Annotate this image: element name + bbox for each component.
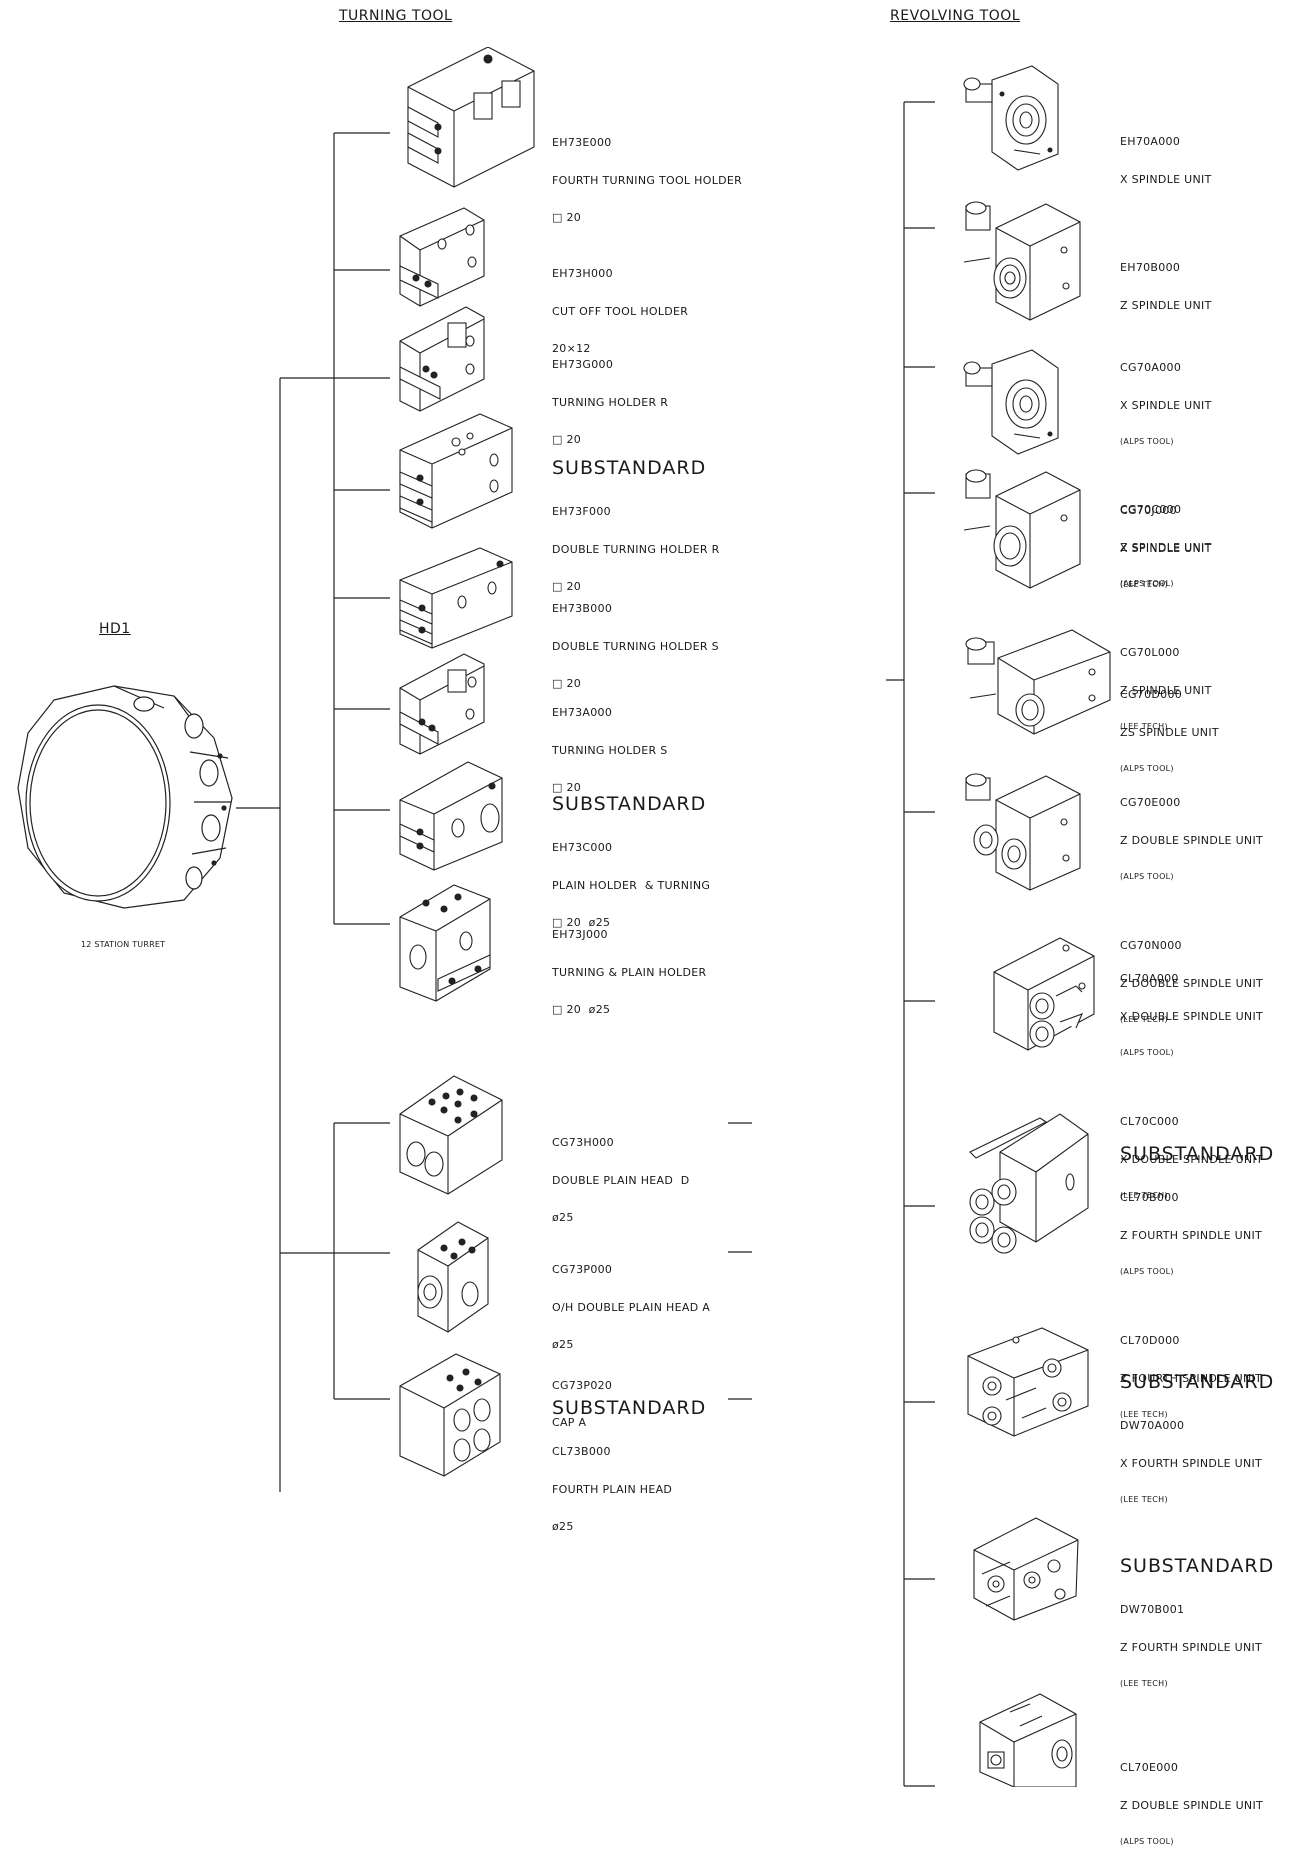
part-name: X SPINDLE UNIT bbox=[1120, 174, 1212, 187]
zs-spindle-unit-drawing bbox=[962, 628, 1112, 738]
maker-label: (ALPS TOOL) bbox=[1120, 1048, 1263, 1058]
cut-off-tool-holder-drawing bbox=[398, 206, 488, 310]
maker-label: (ALPS TOOL) bbox=[1120, 437, 1212, 447]
substandard-label: SUBSTANDARD bbox=[1120, 1555, 1274, 1577]
part-name: ZS SPINDLE UNIT bbox=[1120, 727, 1219, 740]
part-spec: ø25 bbox=[552, 1521, 706, 1534]
part-name: TURNING & PLAIN HOLDER bbox=[552, 967, 706, 980]
x-spindle-unit-alps-drawing bbox=[962, 338, 1062, 458]
part-name: FOURTH PLAIN HEAD bbox=[552, 1484, 706, 1497]
maker-label: (LEE TECH) bbox=[1120, 1495, 1274, 1505]
substandard-label: SUBSTANDARD bbox=[552, 1397, 706, 1419]
z-spindle-unit-drawing bbox=[962, 200, 1082, 324]
part-name: Z FOURTH SPINDLE UNIT bbox=[1120, 1230, 1274, 1243]
part-code: CG70A000 bbox=[1120, 362, 1212, 375]
x-fourth-spindle-unit-drawing bbox=[962, 1326, 1090, 1438]
part-name: CUT OFF TOOL HOLDER bbox=[552, 306, 688, 319]
maker-label: (ALPS TOOL) bbox=[1120, 1837, 1263, 1847]
part-name: TURNING HOLDER R bbox=[552, 397, 668, 410]
item-cl70e000-label: CL70E000 Z DOUBLE SPINDLE UNIT (ALPS TOO… bbox=[1120, 1737, 1263, 1860]
part-code: CL70A000 bbox=[1120, 973, 1263, 986]
item-eh70b000-label: EH70B000 Z SPINDLE UNIT bbox=[1120, 237, 1212, 325]
turning-holder-s-drawing bbox=[398, 652, 488, 758]
part-code: EH73A000 bbox=[552, 707, 668, 720]
item-cg70d000-label: CG70D000 ZS SPINDLE UNIT (ALPS TOOL) bbox=[1120, 664, 1219, 787]
part-code: EH73C000 bbox=[552, 842, 710, 855]
part-name: Z FOURTH SPINDLE UNIT bbox=[1120, 1642, 1274, 1655]
maker-label: (ALPS TOOL) bbox=[1120, 579, 1212, 589]
fourth-turning-tool-holder-drawing bbox=[398, 47, 536, 197]
part-code: CG73H000 bbox=[552, 1137, 690, 1150]
x-spindle-unit-drawing bbox=[962, 54, 1062, 174]
part-name: DOUBLE PLAIN HEAD D bbox=[552, 1175, 690, 1188]
part-name: PLAIN HOLDER & TURNING bbox=[552, 880, 710, 893]
item-eh73j000-label: EH73J000 TURNING & PLAIN HOLDER □ 20 ø25 bbox=[552, 904, 706, 1029]
part-code: CG70E000 bbox=[1120, 797, 1263, 810]
z-spindle-unit-alps-drawing bbox=[962, 468, 1082, 592]
part-name: O/H DOUBLE PLAIN HEAD A bbox=[552, 1302, 710, 1315]
part-spec: □ 20 bbox=[552, 212, 742, 225]
oh-double-plain-head-a-drawing bbox=[408, 1220, 492, 1336]
part-code-2: CG70L000 bbox=[1120, 647, 1212, 660]
part-name: DOUBLE TURNING HOLDER R bbox=[552, 544, 720, 557]
part-code: DW70A000 bbox=[1120, 1420, 1274, 1433]
plain-holder-and-turning-drawing bbox=[398, 760, 506, 872]
part-code: CG70C000 bbox=[1120, 504, 1212, 517]
part-code: CL70B000 bbox=[1120, 1192, 1274, 1205]
part-name: Z SPINDLE UNIT bbox=[1120, 300, 1212, 313]
part-code: EH70B000 bbox=[1120, 262, 1212, 275]
item-eh73e000-label: EH73E000 FOURTH TURNING TOOL HOLDER □ 20 bbox=[552, 112, 742, 237]
part-name: FOURTH TURNING TOOL HOLDER bbox=[552, 175, 742, 188]
part-code: CL73B000 bbox=[552, 1446, 706, 1459]
turret-drawing bbox=[14, 678, 236, 910]
item-cl73b000-label: SUBSTANDARD CL73B000 FOURTH PLAIN HEAD ø… bbox=[552, 1372, 706, 1546]
maker-label: (ALPS TOOL) bbox=[1120, 872, 1263, 882]
part-code: EH70A000 bbox=[1120, 136, 1212, 149]
substandard-label: SUBSTANDARD bbox=[552, 457, 720, 479]
turret-caption: 12 STATION TURRET bbox=[81, 940, 165, 949]
part-spec: ø25 bbox=[552, 1212, 690, 1225]
part-name: Z DOUBLE SPINDLE UNIT bbox=[1120, 1800, 1263, 1813]
part-code: EH73H000 bbox=[552, 268, 688, 281]
substandard-label: SUBSTANDARD bbox=[552, 793, 710, 815]
double-plain-head-d-drawing bbox=[398, 1074, 504, 1196]
part-code: EH73B000 bbox=[552, 603, 719, 616]
substandard-label: SUBSTANDARD bbox=[1120, 1143, 1274, 1165]
item-dw70b001-label: SUBSTANDARD DW70B001 Z FOURTH SPINDLE UN… bbox=[1120, 1530, 1274, 1702]
x-double-spindle-unit-drawing bbox=[990, 936, 1096, 1052]
part-name: X DOUBLE SPINDLE UNIT bbox=[1120, 1011, 1263, 1024]
part-spec: ø25 bbox=[552, 1339, 710, 1352]
double-turning-holder-s-drawing bbox=[398, 546, 514, 650]
maker-label: (LEE TECH) bbox=[1120, 1679, 1274, 1689]
item-cg73h000-label: CG73H000 DOUBLE PLAIN HEAD D ø25 bbox=[552, 1112, 690, 1237]
part-code: CG73P000 bbox=[552, 1264, 710, 1277]
part-name: X SPINDLE UNIT bbox=[1120, 400, 1212, 413]
maker-label: (ALPS TOOL) bbox=[1120, 1267, 1274, 1277]
part-code: EH73G000 bbox=[552, 359, 668, 372]
part-code: CL70E000 bbox=[1120, 1762, 1263, 1775]
z-double-spindle-unit-drawing bbox=[962, 772, 1082, 892]
part-name: Z SPINDLE UNIT bbox=[1120, 542, 1212, 555]
part-name: DOUBLE TURNING HOLDER S bbox=[552, 641, 719, 654]
part-code: CG70D000 bbox=[1120, 689, 1219, 702]
part-name: X FOURTH SPINDLE UNIT bbox=[1120, 1458, 1274, 1471]
item-eh70a000-label: EH70A000 X SPINDLE UNIT bbox=[1120, 111, 1212, 199]
item-dw70a000-label: SUBSTANDARD DW70A000 X FOURTH SPINDLE UN… bbox=[1120, 1346, 1274, 1518]
substandard-label: SUBSTANDARD bbox=[1120, 1371, 1274, 1393]
part-code: EH73E000 bbox=[552, 137, 742, 150]
turning-and-plain-holder-drawing bbox=[398, 883, 494, 1003]
double-turning-holder-r-drawing bbox=[398, 412, 514, 532]
part-code: EH73J000 bbox=[552, 929, 706, 942]
z-fourth-spindle-unit-drawing bbox=[960, 1112, 1090, 1260]
turning-holder-r-drawing bbox=[398, 305, 488, 415]
z-fourth-spindle-unit-lee-drawing bbox=[970, 1516, 1080, 1622]
z-double-spindle-unit-alps-ee-drawing bbox=[970, 1692, 1080, 1787]
part-name: Z DOUBLE SPINDLE UNIT bbox=[1120, 835, 1263, 848]
part-name: TURNING HOLDER S bbox=[552, 745, 668, 758]
part-code: DW70B001 bbox=[1120, 1604, 1274, 1617]
part-spec: □ 20 ø25 bbox=[552, 1004, 706, 1017]
part-code: EH73F000 bbox=[552, 506, 720, 519]
fourth-plain-head-drawing bbox=[398, 1352, 504, 1480]
